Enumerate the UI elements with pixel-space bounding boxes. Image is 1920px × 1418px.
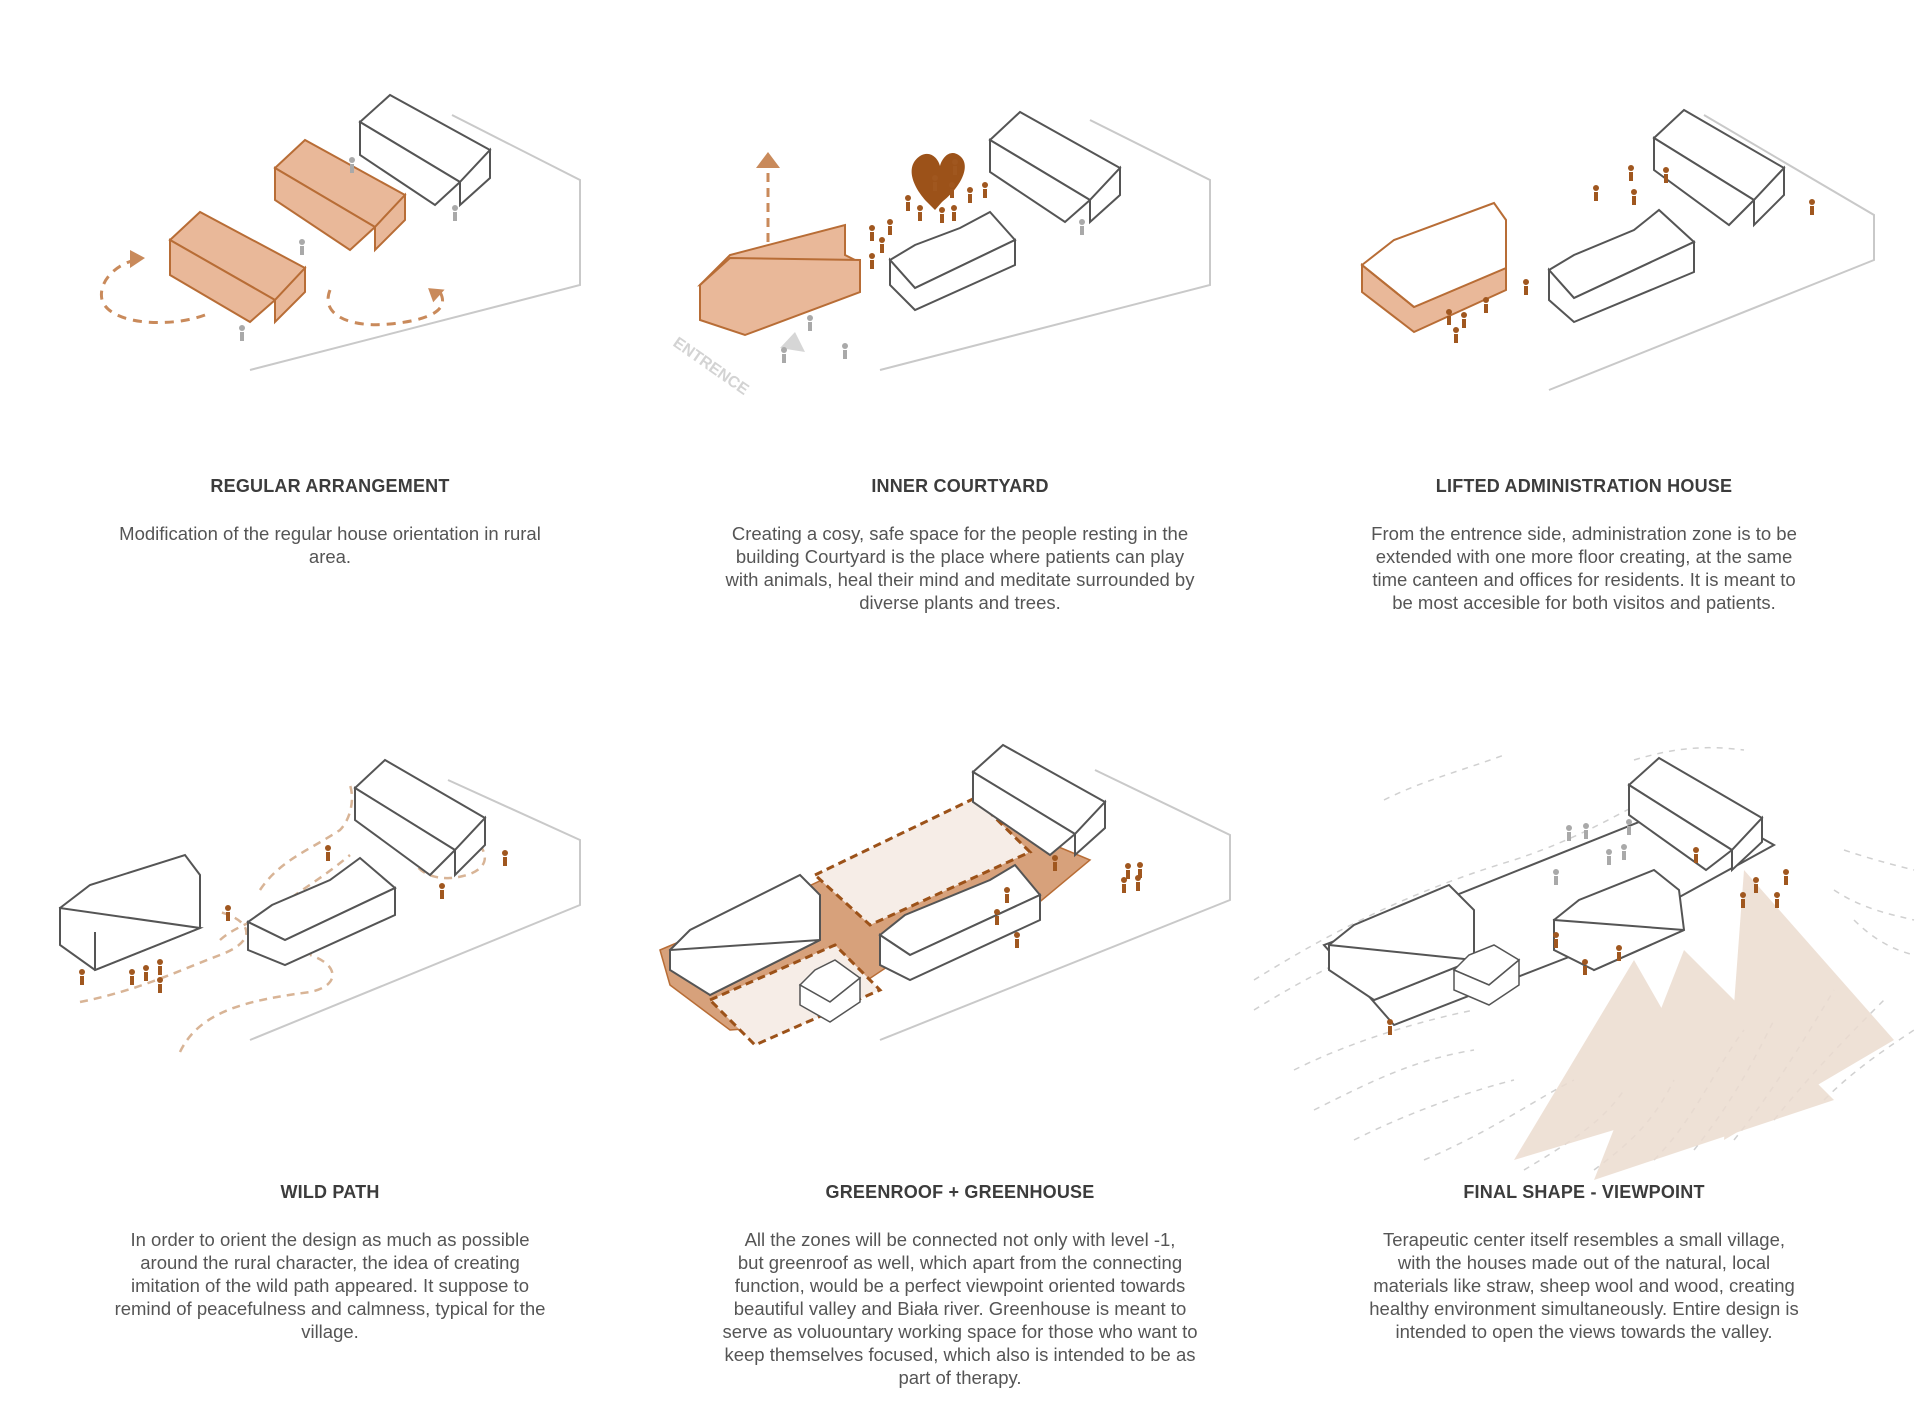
entrance-label: ENTRENCE <box>670 334 752 399</box>
arrow-icon <box>780 332 805 352</box>
illustration-wild-path <box>58 758 581 1053</box>
house-icon <box>878 863 1042 982</box>
panel-title: FINAL SHAPE - VIEWPOINT <box>1463 1182 1705 1202</box>
panel-greenroof-greenhouse: GREENROOF + GREENHOUSE All the zones wil… <box>650 740 1270 1400</box>
heart-icon <box>911 153 965 210</box>
illustration-lifted-administration <box>1360 108 1875 391</box>
person-icon <box>1387 847 1789 1035</box>
ground-outline <box>879 119 1211 371</box>
panel-title: WILD PATH <box>280 1182 380 1202</box>
panel-title: INNER COURTYARD <box>871 476 1049 496</box>
house-icon <box>246 856 397 967</box>
illustration-final-shape <box>1253 746 1915 1180</box>
greenhouse-icon <box>1452 944 1521 1006</box>
ground-outline <box>1548 114 1875 391</box>
house-icon <box>58 853 204 972</box>
house-icon <box>888 210 1017 312</box>
view-cone <box>1514 870 1894 1180</box>
illustration-greenroof <box>659 743 1231 1047</box>
panel-inner-courtyard: ENTRENCE INNER COURTYARD Creating a cosy… <box>650 60 1270 620</box>
panel-title: GREENROOF + GREENHOUSE <box>825 1182 1095 1202</box>
arrow-icon <box>130 250 145 268</box>
panel-description: From the entrence side, administration z… <box>1371 523 1797 613</box>
person-icon <box>1553 819 1632 885</box>
house-icon <box>1547 208 1696 324</box>
panel-regular-arrangement: REGULAR ARRANGEMENT Modification of the … <box>20 60 640 580</box>
ground-outline <box>249 779 581 1041</box>
person-icon <box>79 845 508 993</box>
house-icon <box>1360 201 1507 334</box>
house-icon <box>168 210 307 325</box>
panel-title: LIFTED ADMINISTRATION HOUSE <box>1435 476 1733 496</box>
house-icon <box>971 743 1107 858</box>
panel-description: Terapeutic center itself resembles a sma… <box>1369 1229 1799 1342</box>
ground-outline <box>249 114 581 371</box>
person-icon <box>994 855 1143 948</box>
house-icon <box>353 758 487 878</box>
house-icon <box>1327 883 1475 1002</box>
house-icon <box>273 138 407 253</box>
house-icon <box>358 93 492 208</box>
person-icon <box>239 157 458 341</box>
house-icon <box>988 110 1122 225</box>
person-icon <box>781 219 1085 363</box>
panel-lifted-administration-house: LIFTED ADMINISTRATION HOUSE From the ent… <box>1274 60 1894 620</box>
house-icon <box>1652 108 1786 228</box>
greenhouse-icon <box>798 959 862 1023</box>
panel-description: Creating a cosy, safe space for the peop… <box>725 523 1195 613</box>
house-icon <box>697 223 861 337</box>
panel-description: All the zones will be connected not only… <box>722 1229 1198 1388</box>
person-icon <box>869 159 988 269</box>
panel-wild-path: WILD PATH In order to orient the design … <box>20 740 640 1360</box>
person-icon <box>1446 165 1815 343</box>
illustration-inner-courtyard: ENTRENCE <box>670 110 1211 399</box>
panel-description: In order to orient the design as much as… <box>114 1229 546 1342</box>
house-icon <box>668 873 821 997</box>
panel-final-shape-viewpoint: FINAL SHAPE - VIEWPOINT Terapeutic cente… <box>1253 740 1915 1360</box>
house-icon <box>1627 756 1764 873</box>
arrow-icon <box>756 152 780 168</box>
arrow-icon <box>428 288 445 303</box>
dashed-path <box>99 258 444 327</box>
illustration-regular-arrangement <box>99 93 581 371</box>
ground-outline <box>879 769 1231 1041</box>
panel-title: REGULAR ARRANGEMENT <box>210 476 450 496</box>
panel-description: Modification of the regular house orient… <box>119 523 541 567</box>
